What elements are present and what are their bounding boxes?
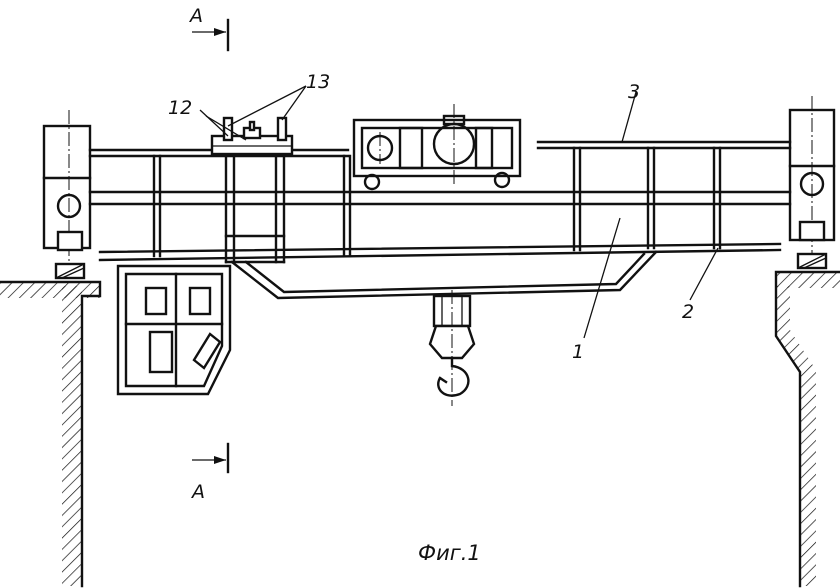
label-3: 3 [628,81,640,103]
section-label-top: A [188,5,203,27]
label-1: 1 [572,341,584,363]
operator-cabin [116,264,232,396]
callouts: 12 13 3 2 1 [168,71,719,363]
section-marker-bottom: A [190,442,230,503]
section-marker-top: A [188,5,230,52]
right-wall [774,270,840,588]
left-end-truck [42,110,92,280]
section-label-bottom: A [190,481,205,503]
trolley [352,104,522,191]
label-2: 2 [682,301,694,323]
left-wall [0,280,102,588]
right-end-truck [788,96,836,270]
mechanism-12-13 [210,116,294,156]
figure-caption: Фиг.1 [418,541,481,565]
label-12: 12 [168,97,192,119]
hook [428,290,476,406]
label-13: 13 [306,71,330,93]
